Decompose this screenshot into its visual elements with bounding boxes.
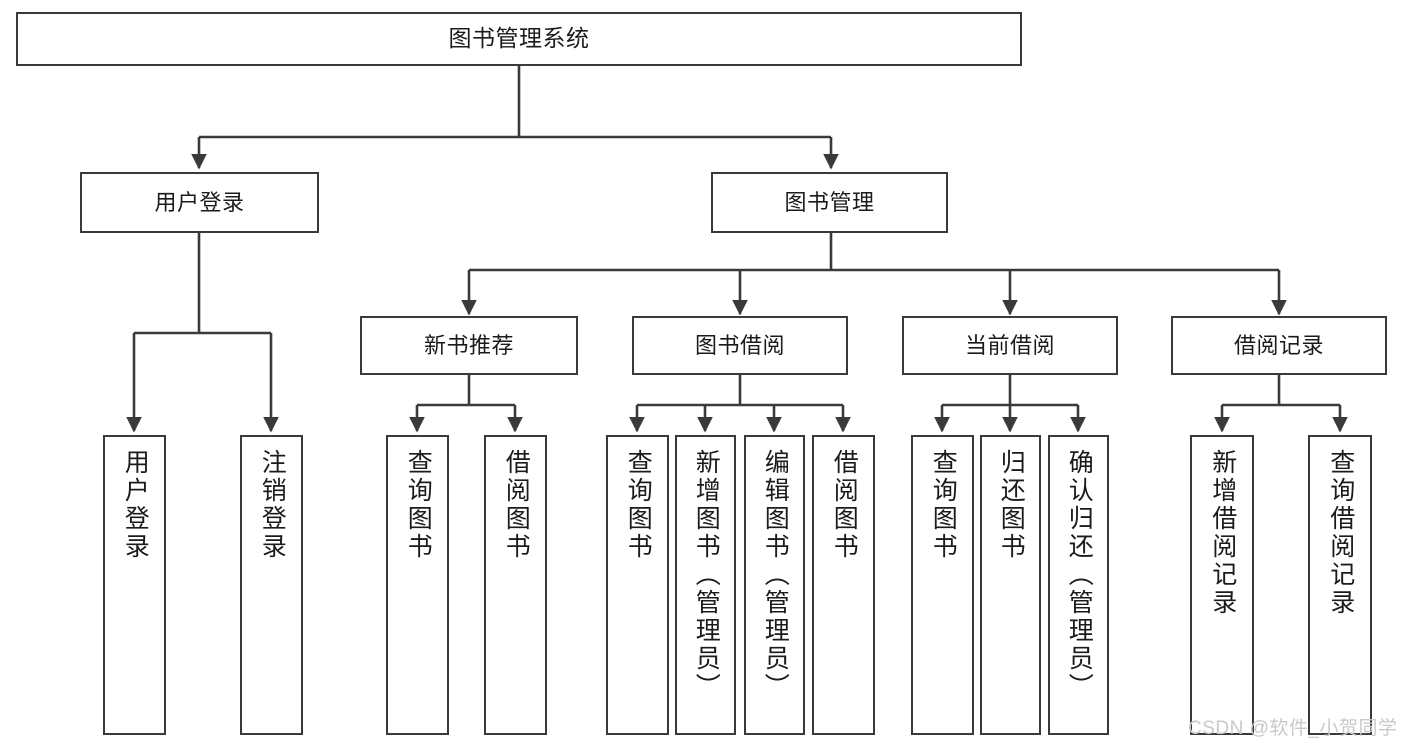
node-leaf-borrow-record-1-label: 查询借阅记录	[1326, 449, 1355, 617]
node-leaf-borrow-record-0[interactable]: 新增借阅记录	[1190, 435, 1254, 735]
node-leaf-book-borrow-3[interactable]: 借阅图书	[812, 435, 875, 735]
node-leaf-book-borrow-2[interactable]: 编辑图书（管理员）	[744, 435, 805, 735]
node-leaf-new-book-0[interactable]: 查询图书	[386, 435, 449, 735]
node-leaf-current-borrow-1[interactable]: 归还图书	[980, 435, 1041, 735]
node-leaf-new-book-0-label: 查询图书	[404, 449, 433, 561]
node-leaf-book-borrow-3-label: 借阅图书	[830, 449, 859, 561]
node-leaf-book-borrow-1-label: 新增图书（管理员）	[692, 449, 721, 701]
node-leaf-borrow-record-1[interactable]: 查询借阅记录	[1308, 435, 1372, 735]
node-user-login-label: 用户登录	[154, 189, 245, 215]
node-leaf-current-borrow-0[interactable]: 查询图书	[911, 435, 974, 735]
node-root[interactable]: 图书管理系统	[16, 12, 1022, 66]
node-leaf-user-login-0-label: 用户登录	[121, 449, 150, 561]
node-leaf-current-borrow-1-label: 归还图书	[997, 449, 1026, 561]
node-book-management[interactable]: 图书管理	[711, 172, 948, 233]
node-current-borrow-label: 当前借阅	[964, 332, 1055, 358]
node-book-borrow-label: 图书借阅	[694, 332, 785, 358]
node-leaf-new-book-1[interactable]: 借阅图书	[484, 435, 547, 735]
node-leaf-new-book-1-label: 借阅图书	[502, 449, 531, 561]
node-leaf-current-borrow-0-label: 查询图书	[929, 449, 958, 561]
node-book-management-label: 图书管理	[784, 189, 875, 215]
node-leaf-book-borrow-2-label: 编辑图书（管理员）	[761, 449, 790, 701]
node-leaf-user-login-1[interactable]: 注销登录	[240, 435, 303, 735]
node-leaf-book-borrow-0-label: 查询图书	[624, 449, 653, 561]
node-leaf-current-borrow-2-label: 确认归还（管理员）	[1065, 449, 1094, 701]
node-user-login[interactable]: 用户登录	[80, 172, 319, 233]
node-new-book-recommend[interactable]: 新书推荐	[360, 316, 578, 375]
node-leaf-current-borrow-2[interactable]: 确认归还（管理员）	[1048, 435, 1109, 735]
node-new-book-recommend-label: 新书推荐	[423, 332, 514, 358]
node-borrow-record-label: 借阅记录	[1233, 332, 1324, 358]
node-leaf-book-borrow-0[interactable]: 查询图书	[606, 435, 669, 735]
node-root-label: 图书管理系统	[448, 25, 590, 52]
node-current-borrow[interactable]: 当前借阅	[902, 316, 1118, 375]
node-leaf-borrow-record-0-label: 新增借阅记录	[1208, 449, 1237, 617]
node-leaf-user-login-1-label: 注销登录	[258, 449, 287, 561]
node-leaf-user-login-0[interactable]: 用户登录	[103, 435, 166, 735]
node-leaf-book-borrow-1[interactable]: 新增图书（管理员）	[675, 435, 736, 735]
node-book-borrow[interactable]: 图书借阅	[632, 316, 848, 375]
node-borrow-record[interactable]: 借阅记录	[1171, 316, 1387, 375]
